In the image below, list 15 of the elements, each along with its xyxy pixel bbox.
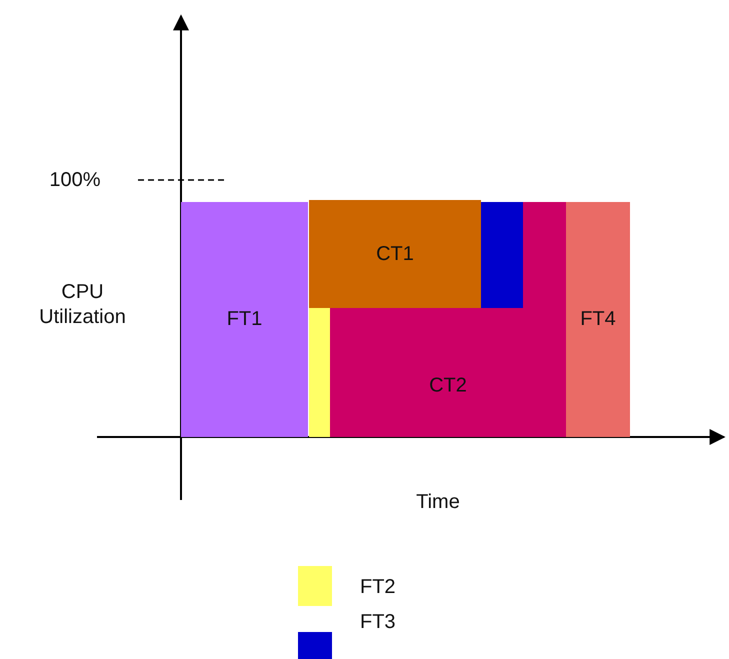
block-label: CT1 <box>376 242 414 266</box>
axis-label: Time <box>415 490 461 515</box>
block-label: CT2 <box>429 374 467 398</box>
time-block <box>330 202 566 437</box>
axis-label: 100% <box>48 168 102 193</box>
axis-label: CPU Utilization <box>38 280 127 330</box>
legend-label: FT3 <box>360 611 396 634</box>
legend-label: FT2 <box>360 576 396 599</box>
fill-block <box>309 308 330 437</box>
block-label: FT4 <box>580 308 616 331</box>
time-block <box>566 202 630 437</box>
fill-block <box>481 202 523 308</box>
block-label: FT1 <box>226 308 262 331</box>
time-block <box>181 202 308 437</box>
time-block <box>309 200 481 308</box>
